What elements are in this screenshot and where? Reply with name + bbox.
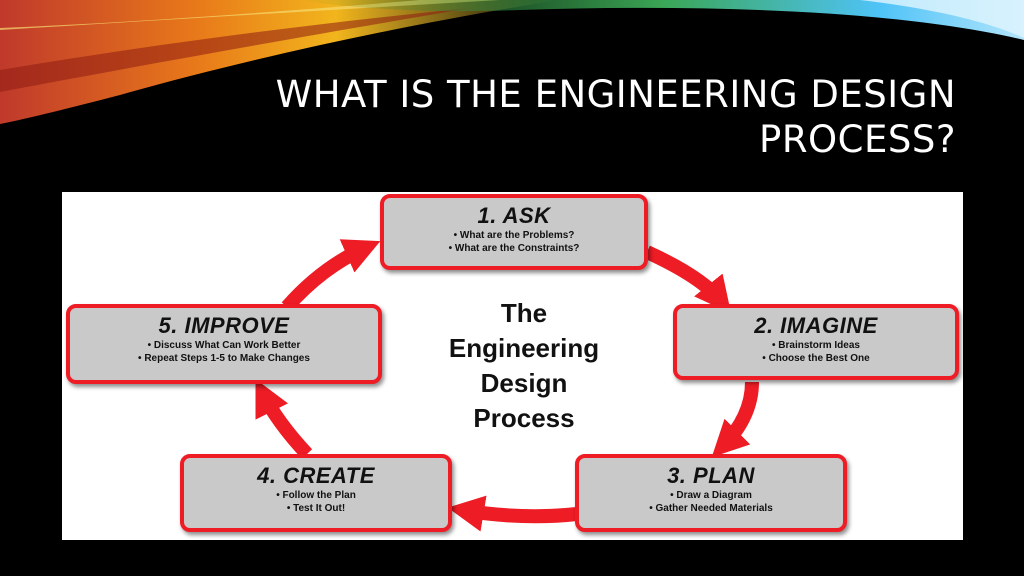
center-title-line-2: Engineering (448, 333, 600, 363)
step-plan-bullet-1: Draw a Diagram (579, 489, 843, 502)
slide-title-line-1: WHAT IS THE ENGINEERING DESIGN (275, 73, 956, 116)
step-improve-bullet-2: Repeat Steps 1-5 to Make Changes (70, 352, 378, 365)
arrow-ask-to-imagine (644, 245, 732, 314)
step-create-bullet-1: Follow the Plan (184, 489, 448, 502)
center-title-line-4: Process (473, 403, 575, 433)
arrow-improve-to-ask (281, 239, 381, 312)
cycle-arrows (255, 239, 759, 532)
decorative-swoosh (0, 0, 1024, 124)
step-create-bullet-2: Test It Out! (184, 502, 448, 515)
step-imagine: 2. IMAGINE Brainstorm Ideas Choose the B… (673, 304, 959, 380)
step-plan: 3. PLAN Draw a Diagram Gather Needed Mat… (575, 454, 847, 532)
engineering-design-process-diagram: The Engineering Design Process 1. ASK Wh… (62, 192, 963, 540)
slide-title: WHAT IS THE ENGINEERING DESIGN PROCESS? (196, 72, 956, 162)
step-imagine-title: 2. IMAGINE (754, 313, 878, 338)
step-ask-title: 1. ASK (477, 203, 551, 228)
arrow-imagine-to-plan (711, 381, 759, 458)
step-improve-title: 5. IMPROVE (158, 313, 290, 338)
step-imagine-bullet-1: Brainstorm Ideas (677, 339, 955, 352)
step-create: 4. CREATE Follow the Plan Test It Out! (180, 454, 452, 532)
step-plan-title: 3. PLAN (667, 463, 755, 488)
arrow-plan-to-create (447, 495, 578, 532)
step-plan-bullet-2: Gather Needed Materials (579, 502, 843, 515)
step-improve: 5. IMPROVE Discuss What Can Work Better … (66, 304, 382, 384)
center-title: The Engineering Design Process (404, 296, 644, 436)
step-ask-bullet-2: What are the Constraints? (384, 242, 644, 255)
step-create-title: 4. CREATE (257, 463, 375, 488)
step-ask-bullet-1: What are the Problems? (384, 229, 644, 242)
step-imagine-bullet-2: Choose the Best One (677, 352, 955, 365)
slide-title-line-2: PROCESS? (759, 118, 956, 161)
step-ask: 1. ASK What are the Problems? What are t… (380, 194, 648, 270)
arrow-create-to-improve (255, 378, 313, 459)
center-title-line-1: The (500, 298, 548, 328)
step-improve-bullet-1: Discuss What Can Work Better (70, 339, 378, 352)
center-title-line-3: Design (480, 368, 568, 398)
